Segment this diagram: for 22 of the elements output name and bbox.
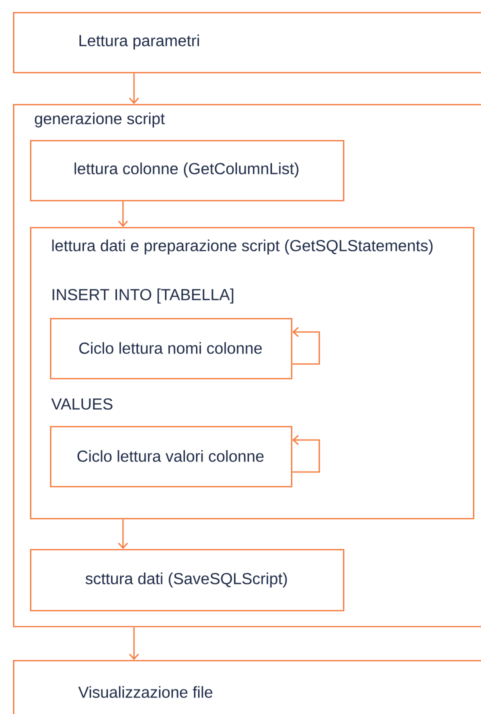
loop-arrow (292, 327, 320, 365)
loop-box (50, 426, 292, 488)
process-box (13, 12, 481, 74)
loop-box (50, 318, 292, 380)
loop-arrow (292, 435, 320, 473)
box-label: generazione script (34, 112, 165, 128)
box-label: lettura dati e preparazione script (GetSQLStatements) (52, 240, 433, 254)
arrow (129, 627, 139, 660)
arrow (118, 201, 128, 227)
box-label: lettura colonne (GetColumnList) (74, 162, 298, 178)
arrow (118, 519, 128, 549)
process-box (30, 549, 344, 612)
box-label: scttura dati (SaveSQLScript) (86, 572, 287, 588)
box-label: Ciclo lettura valori colonne (78, 450, 264, 462)
box-label: Lettura parametri (80, 34, 199, 50)
process-box (30, 140, 344, 202)
box-label: Ciclo lettura nomi colonne (79, 342, 262, 354)
box-label: Visualizzazione file (78, 686, 212, 698)
code-label: INSERT INTO [TABELLA] (52, 288, 234, 304)
process-box (13, 660, 481, 714)
code-label: VALUES (51, 398, 112, 410)
arrow (129, 73, 139, 104)
